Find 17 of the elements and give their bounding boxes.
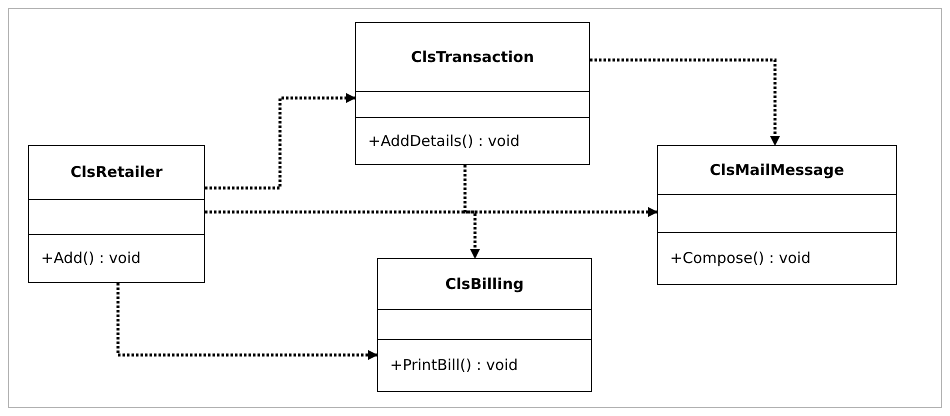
dependency-arrow [205, 93, 356, 190]
dependency-arrow [205, 207, 658, 217]
dependency-arrow [464, 165, 480, 259]
class-name: ClsMailMessage [710, 160, 844, 181]
class-box [657, 145, 897, 285]
class-name: ClsBilling [445, 274, 524, 295]
class-box [28, 145, 205, 283]
method-text: +Compose() : void [670, 248, 811, 270]
class-box [377, 258, 592, 392]
class-box [355, 22, 590, 165]
class-name: ClsRetailer [70, 162, 162, 184]
dependency-arrow [116, 283, 378, 360]
dependency-arrow [590, 58, 780, 146]
class-name: ClsTransaction [410, 46, 534, 68]
method-text: +AddDetails() : void [368, 130, 520, 152]
method-text: +PrintBill() : void [390, 355, 518, 376]
method-text: +Add() : void [41, 248, 141, 270]
